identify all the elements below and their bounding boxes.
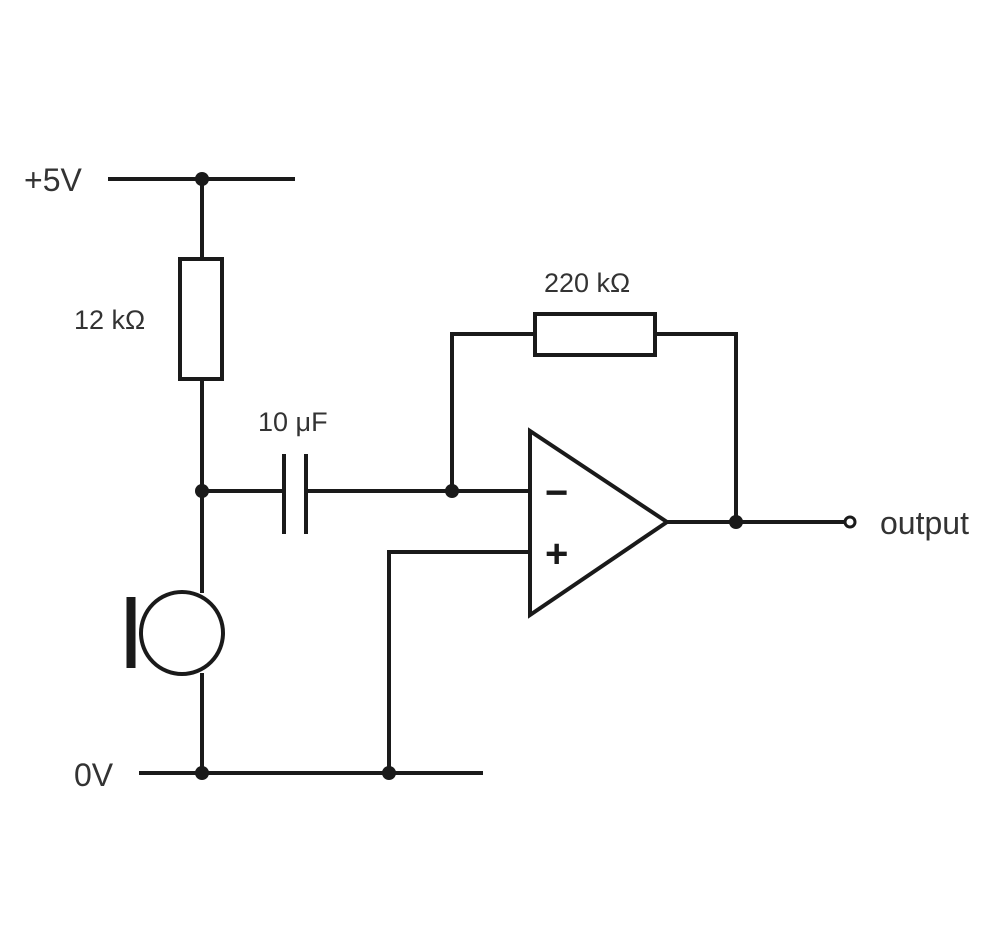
opamp-noninverting-sign: +: [545, 532, 568, 576]
rail-label-ground: 0V: [74, 757, 114, 793]
output-label: output: [880, 505, 969, 541]
opamp-symbol: [528, 427, 671, 619]
capacitor-label: 10 μF: [258, 407, 328, 437]
junction-ground-opamp: [382, 766, 396, 780]
junction-output: [729, 515, 743, 529]
microphone-symbol: [139, 590, 225, 676]
feedback-resistor-symbol: [533, 312, 657, 357]
wire-noninverting-to-ground: [387, 550, 532, 775]
bias-resistor-symbol: [178, 257, 224, 381]
feedback-resistor-label: 220 kΩ: [544, 268, 630, 298]
output-terminal: [843, 515, 857, 529]
junction-ground-mic: [195, 766, 209, 780]
bias-resistor-label: 12 kΩ: [74, 305, 145, 335]
wire-feedback-right: [653, 332, 738, 524]
wire-feedback-left: [450, 332, 537, 493]
rail-label-positive: +5V: [24, 162, 82, 198]
opamp-inverting-sign: −: [545, 471, 568, 515]
